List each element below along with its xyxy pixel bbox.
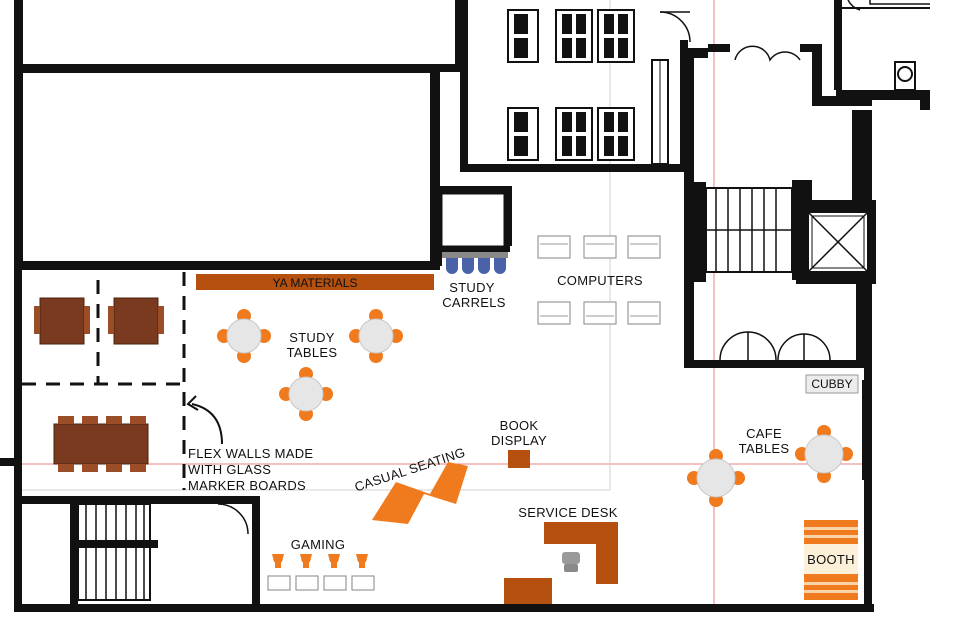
study-carrels-nook [434, 186, 512, 266]
computer-station [537, 235, 571, 259]
wood-table-1 [34, 297, 90, 345]
stair-treads [706, 188, 792, 272]
computer-lab-room [460, 0, 691, 172]
cubby-box [805, 374, 859, 394]
service-desk-return [504, 578, 552, 604]
lower-left-stair [22, 496, 260, 604]
right-core [684, 0, 930, 368]
study-tables-label-line2: TABLES [287, 345, 338, 360]
outer-walls [0, 0, 874, 612]
service-desk [544, 522, 618, 584]
computer-station [583, 235, 617, 259]
lab-desks-top [507, 9, 635, 63]
flex-walls-label-line3: MARKER BOARDS [188, 478, 306, 493]
wood-table-2 [108, 297, 164, 345]
desk-chair-icon [562, 552, 580, 572]
lab-desks-bottom [507, 107, 635, 161]
ya-materials-shelf [196, 274, 434, 290]
top-left-rooms [21, 0, 462, 270]
booth-label: BOOTH [807, 552, 855, 567]
cafe-table-1 [687, 449, 745, 507]
flex-walls-label-line2: WITH GLASS [188, 462, 271, 477]
wood-conference-table [53, 416, 149, 472]
book-display-label-line2: DISPLAY [491, 433, 547, 448]
gaming-screens [267, 575, 375, 591]
computer-station [583, 301, 617, 325]
cubby-label: CUBBY [811, 377, 852, 391]
book-display-label-line1: BOOK [500, 418, 539, 433]
ya-materials-label: YA MATERIALS [273, 276, 358, 290]
computer-station [537, 301, 571, 325]
booth [804, 520, 858, 600]
book-display-table [508, 450, 530, 468]
study-table-round-3 [279, 367, 333, 421]
flex-walls-arrowhead [186, 395, 199, 411]
gaming-chairs [272, 554, 368, 568]
gaming-label: GAMING [291, 537, 346, 552]
flex-wall-dashes [22, 272, 186, 490]
study-tables-label-line1: STUDY [289, 330, 335, 345]
computer-stations [537, 235, 661, 325]
study-carrels-label-line2: CARRELS [442, 295, 506, 310]
cafe-tables-label-line2: TABLES [739, 441, 790, 456]
computers-label: COMPUTERS [557, 273, 643, 288]
study-table-round-1 [217, 309, 271, 363]
study-carrels-label-line1: STUDY [449, 280, 495, 295]
study-carrels [442, 252, 508, 274]
cafe-table-2 [795, 425, 853, 483]
service-desk-label: SERVICE DESK [518, 505, 617, 520]
computer-station [627, 235, 661, 259]
casual-seating-couch [372, 462, 468, 524]
flex-walls-arrow [191, 403, 223, 445]
computer-station [627, 301, 661, 325]
flex-walls-label-line1: FLEX WALLS MADE [188, 446, 313, 461]
cafe-tables-label-line1: CAFE [746, 426, 782, 441]
study-table-round-2 [349, 309, 403, 363]
